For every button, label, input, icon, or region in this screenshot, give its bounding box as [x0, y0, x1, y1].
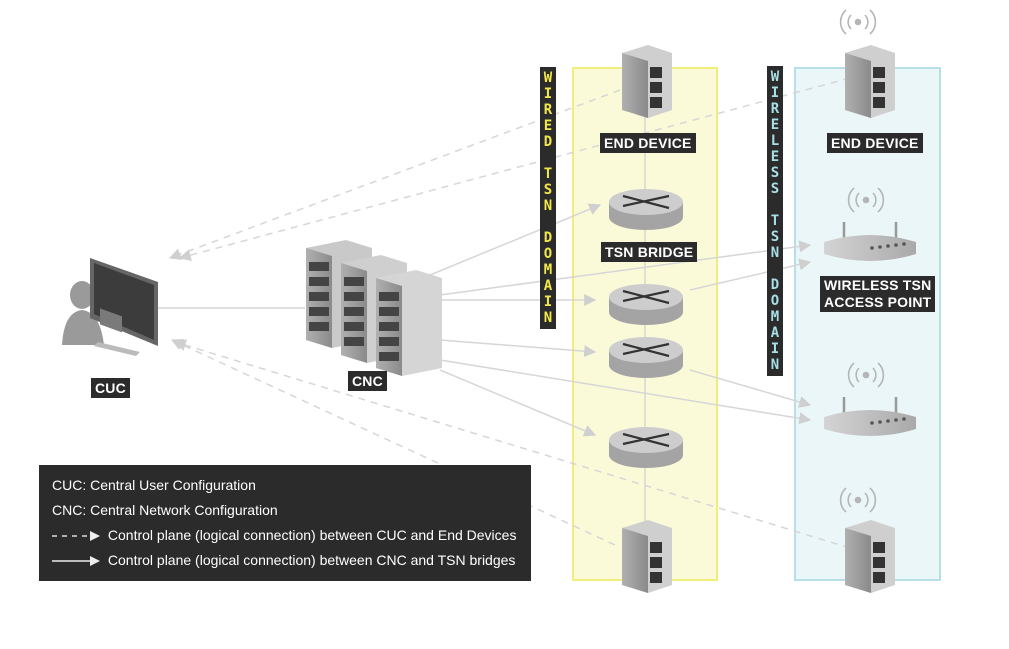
wireless-ap-label-line2: ACCESS POINT: [824, 294, 932, 310]
domain-letter: M: [770, 309, 780, 325]
domain-letter: I: [770, 341, 780, 357]
domain-letter: E: [543, 118, 553, 134]
domain-letter: [540, 214, 556, 230]
domain-letter: M: [543, 262, 553, 278]
wifi-signal-icon-top: [839, 9, 877, 35]
legend-dashed-text: Control plane (logical connection) betwe…: [107, 527, 517, 543]
domain-letter: T: [543, 166, 553, 182]
legend-solid: Control plane (logical connection) betwe…: [52, 552, 515, 568]
tsn-bridge-icon-1: [609, 189, 683, 230]
legend-cnc: CNC: Central Network Configuration: [52, 502, 278, 518]
tsn-bridge-icon-3: [609, 337, 683, 378]
end-device-icon-wired-bottom: [622, 520, 672, 593]
legend-dashed: Control plane (logical connection) betwe…: [52, 527, 516, 543]
domain-letter: S: [770, 229, 780, 245]
domain-letter: S: [543, 182, 553, 198]
legend-box: CUC: Central User Configuration CNC: Cen…: [39, 465, 531, 581]
domain-letter: A: [543, 278, 553, 294]
domain-letter: S: [770, 165, 780, 181]
wifi-signal-icon-ap1: [847, 187, 885, 213]
domain-letter: N: [770, 357, 780, 373]
tsn-bridge-label: TSN BRIDGE: [601, 242, 698, 262]
end-device-label-wireless: END DEVICE: [827, 133, 923, 153]
end-device-icon-wireless-top: [845, 45, 895, 118]
legend-cuc: CUC: Central User Configuration: [52, 477, 256, 493]
domain-letter: D: [770, 277, 780, 293]
domain-letter: [767, 197, 783, 213]
domain-letter: I: [770, 85, 780, 101]
domain-letter: A: [770, 325, 780, 341]
domain-letter: D: [543, 134, 553, 150]
domain-letter: N: [770, 245, 780, 261]
solid-arrow-icon: [52, 556, 100, 567]
domain-letter: O: [543, 246, 553, 262]
domain-letter: L: [770, 133, 780, 149]
domain-letter: N: [543, 198, 553, 214]
domain-letter: [767, 261, 783, 277]
tsn-bridge-icon-2: [609, 284, 683, 325]
dashed-arrow-icon: [52, 531, 100, 542]
legend-solid-text: Control plane (logical connection) betwe…: [107, 552, 516, 568]
tsn-bridge-icon-4: [609, 427, 683, 468]
access-point-icon-2: [824, 397, 916, 436]
domain-letter: I: [543, 294, 553, 310]
access-point-icon-1: [824, 222, 916, 261]
domain-letter: [540, 150, 556, 166]
domain-letter: W: [543, 70, 553, 86]
domain-letter: T: [770, 213, 780, 229]
wireless-ap-label-line1: WIRELESS TSN: [824, 277, 932, 293]
wireless-domain-panel: [794, 67, 941, 581]
cuc-workstation-icon: [62, 258, 158, 356]
domain-letter: E: [770, 117, 780, 133]
wifi-signal-icon-bottom: [839, 487, 877, 513]
cnc-label: CNC: [348, 371, 387, 391]
domain-letter: S: [770, 181, 780, 197]
domain-letter: E: [770, 149, 780, 165]
domain-letter: R: [543, 102, 553, 118]
end-device-icon-wired-top: [622, 45, 672, 118]
domain-letter: I: [543, 86, 553, 102]
end-device-icon-wireless-bottom: [845, 520, 895, 593]
domain-letter: N: [543, 310, 553, 326]
cuc-label: CUC: [91, 378, 130, 398]
domain-letter: O: [770, 293, 780, 309]
wifi-signal-icon-ap2: [847, 362, 885, 388]
wireless-ap-label: WIRELESS TSN ACCESS POINT: [820, 276, 936, 312]
domain-letter: W: [770, 69, 780, 85]
cnc-servers-icon: [306, 240, 442, 376]
domain-letter: D: [543, 230, 553, 246]
cnc-links: [429, 203, 812, 437]
domain-letter: R: [770, 101, 780, 117]
end-device-label-wired: END DEVICE: [600, 133, 696, 153]
